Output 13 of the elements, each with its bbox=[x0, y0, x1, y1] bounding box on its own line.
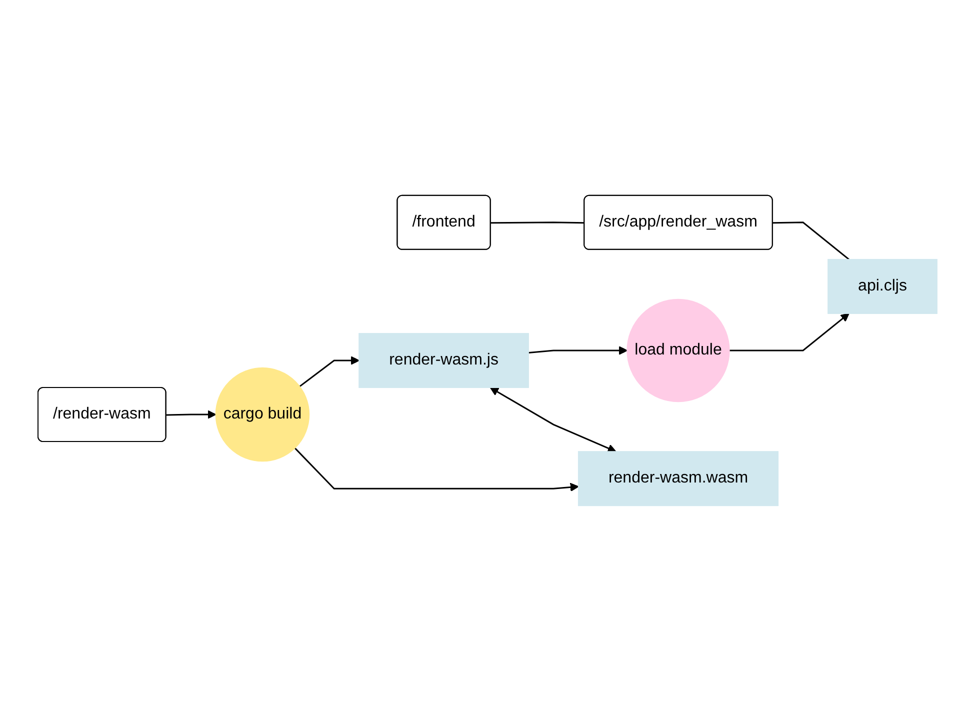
node-box: api.cljs bbox=[827, 258, 937, 314]
connector bbox=[490, 222, 584, 224]
arrow bbox=[298, 356, 359, 388]
arrow bbox=[294, 448, 578, 492]
arrow bbox=[166, 410, 216, 419]
arrow bbox=[489, 387, 616, 452]
arrow bbox=[728, 313, 849, 352]
node-circle: load module bbox=[626, 298, 730, 402]
node-box: render-wasm.wasm bbox=[577, 451, 778, 506]
connector bbox=[772, 222, 849, 260]
node-circle: cargo build bbox=[214, 367, 310, 462]
node-box: render-wasm.js bbox=[358, 333, 528, 388]
arrow bbox=[528, 346, 628, 355]
